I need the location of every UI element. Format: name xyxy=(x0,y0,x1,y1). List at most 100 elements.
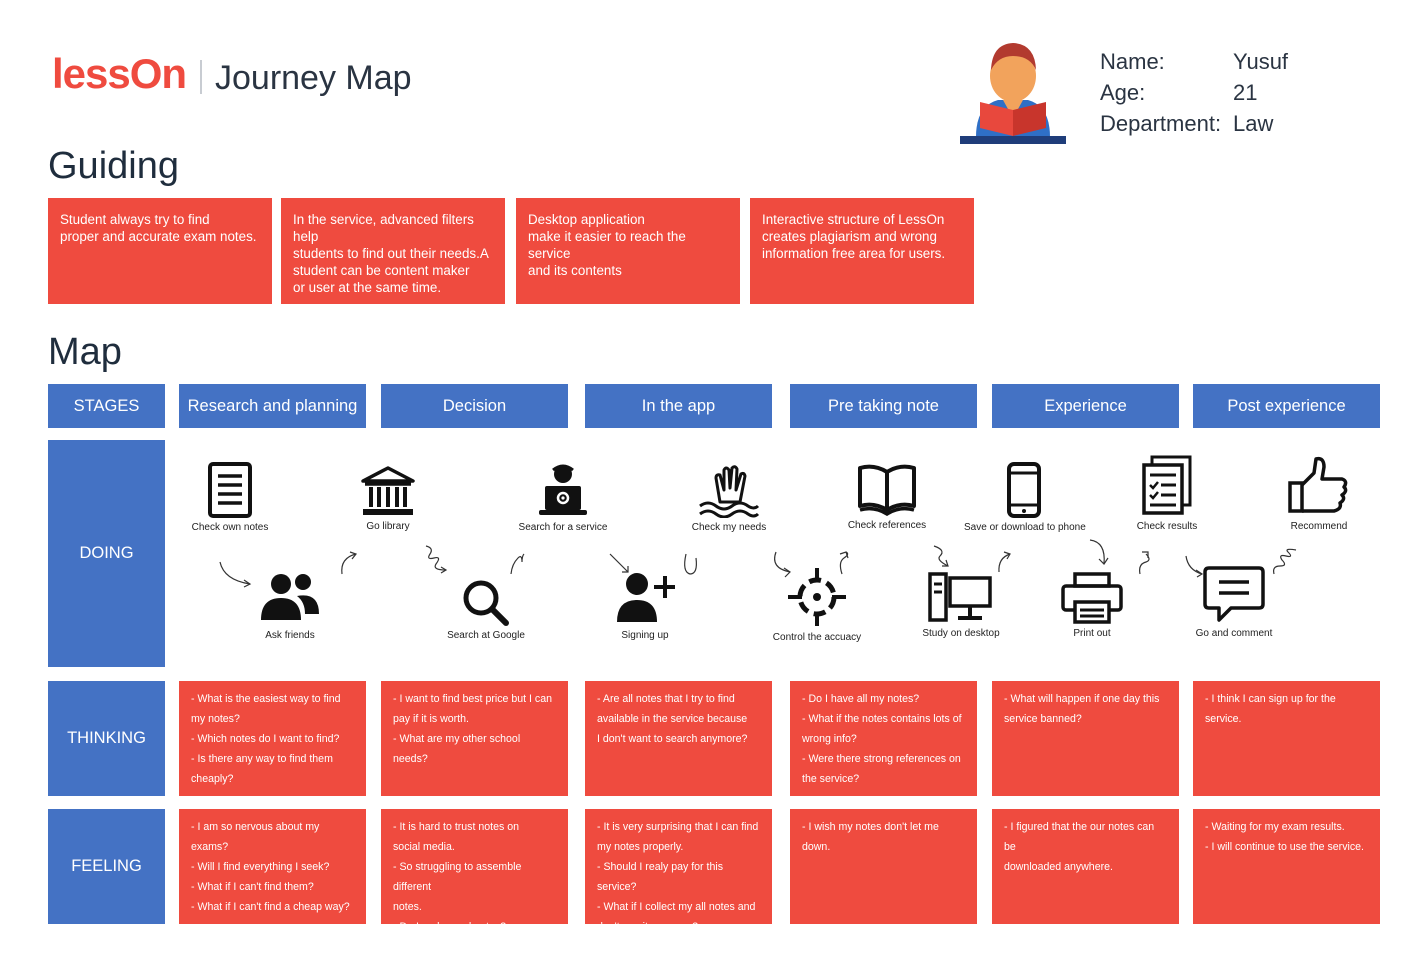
printer-icon xyxy=(1061,572,1123,624)
stages-label: STAGES xyxy=(48,384,165,428)
card-line: information free area for users. xyxy=(762,246,946,261)
arrow-down-right-icon xyxy=(1185,555,1204,578)
thinking-cell: - Are all notes that I try to find avail… xyxy=(585,681,772,796)
doing-label: Signing up xyxy=(621,630,669,641)
doing-label: Check my needs xyxy=(691,522,767,533)
logo-divider xyxy=(200,60,202,94)
doing-label: Go library xyxy=(366,521,410,532)
doing-check-own-notes: Check own notes xyxy=(170,462,290,533)
cell-line: the service? xyxy=(802,773,860,785)
card-line: creates plagiarism and wrong xyxy=(762,229,937,244)
doing-check-my-needs: Check my needs xyxy=(669,462,789,533)
doing-label: Print out xyxy=(1073,628,1111,639)
cell-line: - I am so nervous about my exams? xyxy=(191,821,320,853)
profile-value: Yusuf xyxy=(1233,49,1289,74)
thumbs-up-icon xyxy=(1288,456,1348,513)
card-line: student can be content maker xyxy=(293,263,470,278)
guiding-card: In the service, advanced filters help st… xyxy=(281,198,505,304)
checklist-icon xyxy=(1142,455,1192,515)
card-line: and its contents xyxy=(528,263,622,278)
stage-header: Post experience xyxy=(1193,384,1380,428)
profile-label: Department: xyxy=(1100,111,1222,136)
thinking-cell: - What will happen if one day this servi… xyxy=(992,681,1179,796)
doing-go-library: Go library xyxy=(328,465,448,532)
desktop-icon xyxy=(928,572,992,622)
stage-header: Research and planning xyxy=(179,384,366,428)
document-icon xyxy=(208,462,252,518)
arrow-curl-up-icon xyxy=(684,553,697,575)
cell-line: - What if I collect my all notes and xyxy=(597,901,756,913)
cell-line: - What are my other school needs? xyxy=(393,733,521,765)
stage-header: Decision xyxy=(381,384,568,428)
profile-value: Law xyxy=(1233,111,1274,136)
row-label-doing: DOING xyxy=(48,440,165,667)
cell-line: - What if I can't find a cheap way? xyxy=(191,901,350,913)
cell-line: - Will I find everything I seek? xyxy=(191,861,330,873)
doing-label: Ask friends xyxy=(265,630,315,641)
doing-save-or-download: Save or download to phone xyxy=(964,462,1086,533)
doing-ask-friends: Ask friends xyxy=(230,570,350,641)
card-line: Interactive structure of LessOn xyxy=(762,212,945,227)
doing-print-out: Print out xyxy=(1032,572,1152,639)
cell-line: social media. xyxy=(393,841,455,853)
page-title: Journey Map xyxy=(215,59,412,97)
persona-reading-icon xyxy=(960,43,1066,144)
card-line: or user at the same time. xyxy=(293,280,442,295)
feeling-cell: - Waiting for my exam results. - I will … xyxy=(1193,809,1380,924)
cell-line: available in the service because xyxy=(597,713,748,725)
card-line: Desktop application xyxy=(528,212,645,227)
cell-line: - What if I can't find them? xyxy=(191,881,314,893)
doing-signing-up: Signing up xyxy=(585,570,705,641)
arrow-up-right-icon xyxy=(341,551,358,575)
cell-line: cheaply? xyxy=(191,773,234,785)
add-user-icon xyxy=(617,573,675,622)
cell-line: - Waiting for my exam results. xyxy=(1205,821,1345,833)
arrow-down-right-icon xyxy=(609,553,629,573)
smartphone-icon xyxy=(1007,462,1041,518)
feeling-cell: - I wish my notes don't let me down. xyxy=(790,809,977,924)
profile-name-row: Name: Yusuf xyxy=(1100,46,1288,77)
cell-line: my notes? xyxy=(191,713,240,725)
people-icon xyxy=(261,574,319,620)
doing-check-references: Check references xyxy=(827,462,947,531)
card-line: make it easier to reach the service xyxy=(528,229,686,261)
arrow-down-right-icon xyxy=(219,561,252,588)
stage-header: Experience xyxy=(992,384,1179,428)
doing-label: Search at Google xyxy=(447,630,525,641)
doing-label: Search for a service xyxy=(518,522,608,533)
arrow-loop-down-icon xyxy=(425,545,448,574)
feeling-cell: - It is very surprising that I can find … xyxy=(585,809,772,933)
cell-line: - I will continue to use the service. xyxy=(1205,841,1364,853)
doing-label: Save or download to phone xyxy=(964,522,1086,533)
cell-line: I don't want to search anymore? xyxy=(597,733,748,745)
arrow-down-right-icon xyxy=(933,545,949,567)
cell-line: don't use it anymore? xyxy=(597,921,698,933)
doing-label: Study on desktop xyxy=(922,628,1000,639)
doing-recommend: Recommend xyxy=(1259,455,1379,532)
cell-line: - It is hard to trust notes on xyxy=(393,821,520,833)
arrow-up-icon xyxy=(839,551,849,575)
feeling-cell: - I figured that the our notes can be do… xyxy=(992,809,1179,924)
cell-line: - I want to find best price but I can xyxy=(393,693,552,705)
cell-line: notes. xyxy=(393,901,422,913)
arrow-down-right-icon xyxy=(774,551,791,578)
arrow-up-right-icon xyxy=(998,551,1011,573)
cell-line: - Should I realy pay for this service? xyxy=(597,861,724,893)
cell-line: - So struggling to assemble different xyxy=(393,861,522,893)
cell-line: downloaded anywhere. xyxy=(1004,861,1113,873)
stage-header: In the app xyxy=(585,384,772,428)
card-line: Student always try to find xyxy=(60,212,210,227)
feeling-cell: - It is hard to trust notes on social me… xyxy=(381,809,568,933)
cell-line: - I figured that the our notes can be xyxy=(1004,821,1155,853)
arrow-loop-up-icon xyxy=(1273,548,1297,575)
cell-line: - I wish my notes don't let me down. xyxy=(802,821,939,853)
doing-label: Go and comment xyxy=(1195,628,1273,639)
cell-line: - Were there strong references on xyxy=(802,753,961,765)
doing-label: Recommend xyxy=(1290,521,1348,532)
doing-search-for-a-service: Search for a service xyxy=(503,462,623,533)
doing-go-and-comment: Go and comment xyxy=(1174,566,1294,639)
cell-line: - Do I have all my notes? xyxy=(802,693,920,705)
row-label-thinking: THINKING xyxy=(48,681,165,796)
card-line: In the service, advanced filters help xyxy=(293,212,474,244)
laptop-user-icon xyxy=(539,464,587,515)
